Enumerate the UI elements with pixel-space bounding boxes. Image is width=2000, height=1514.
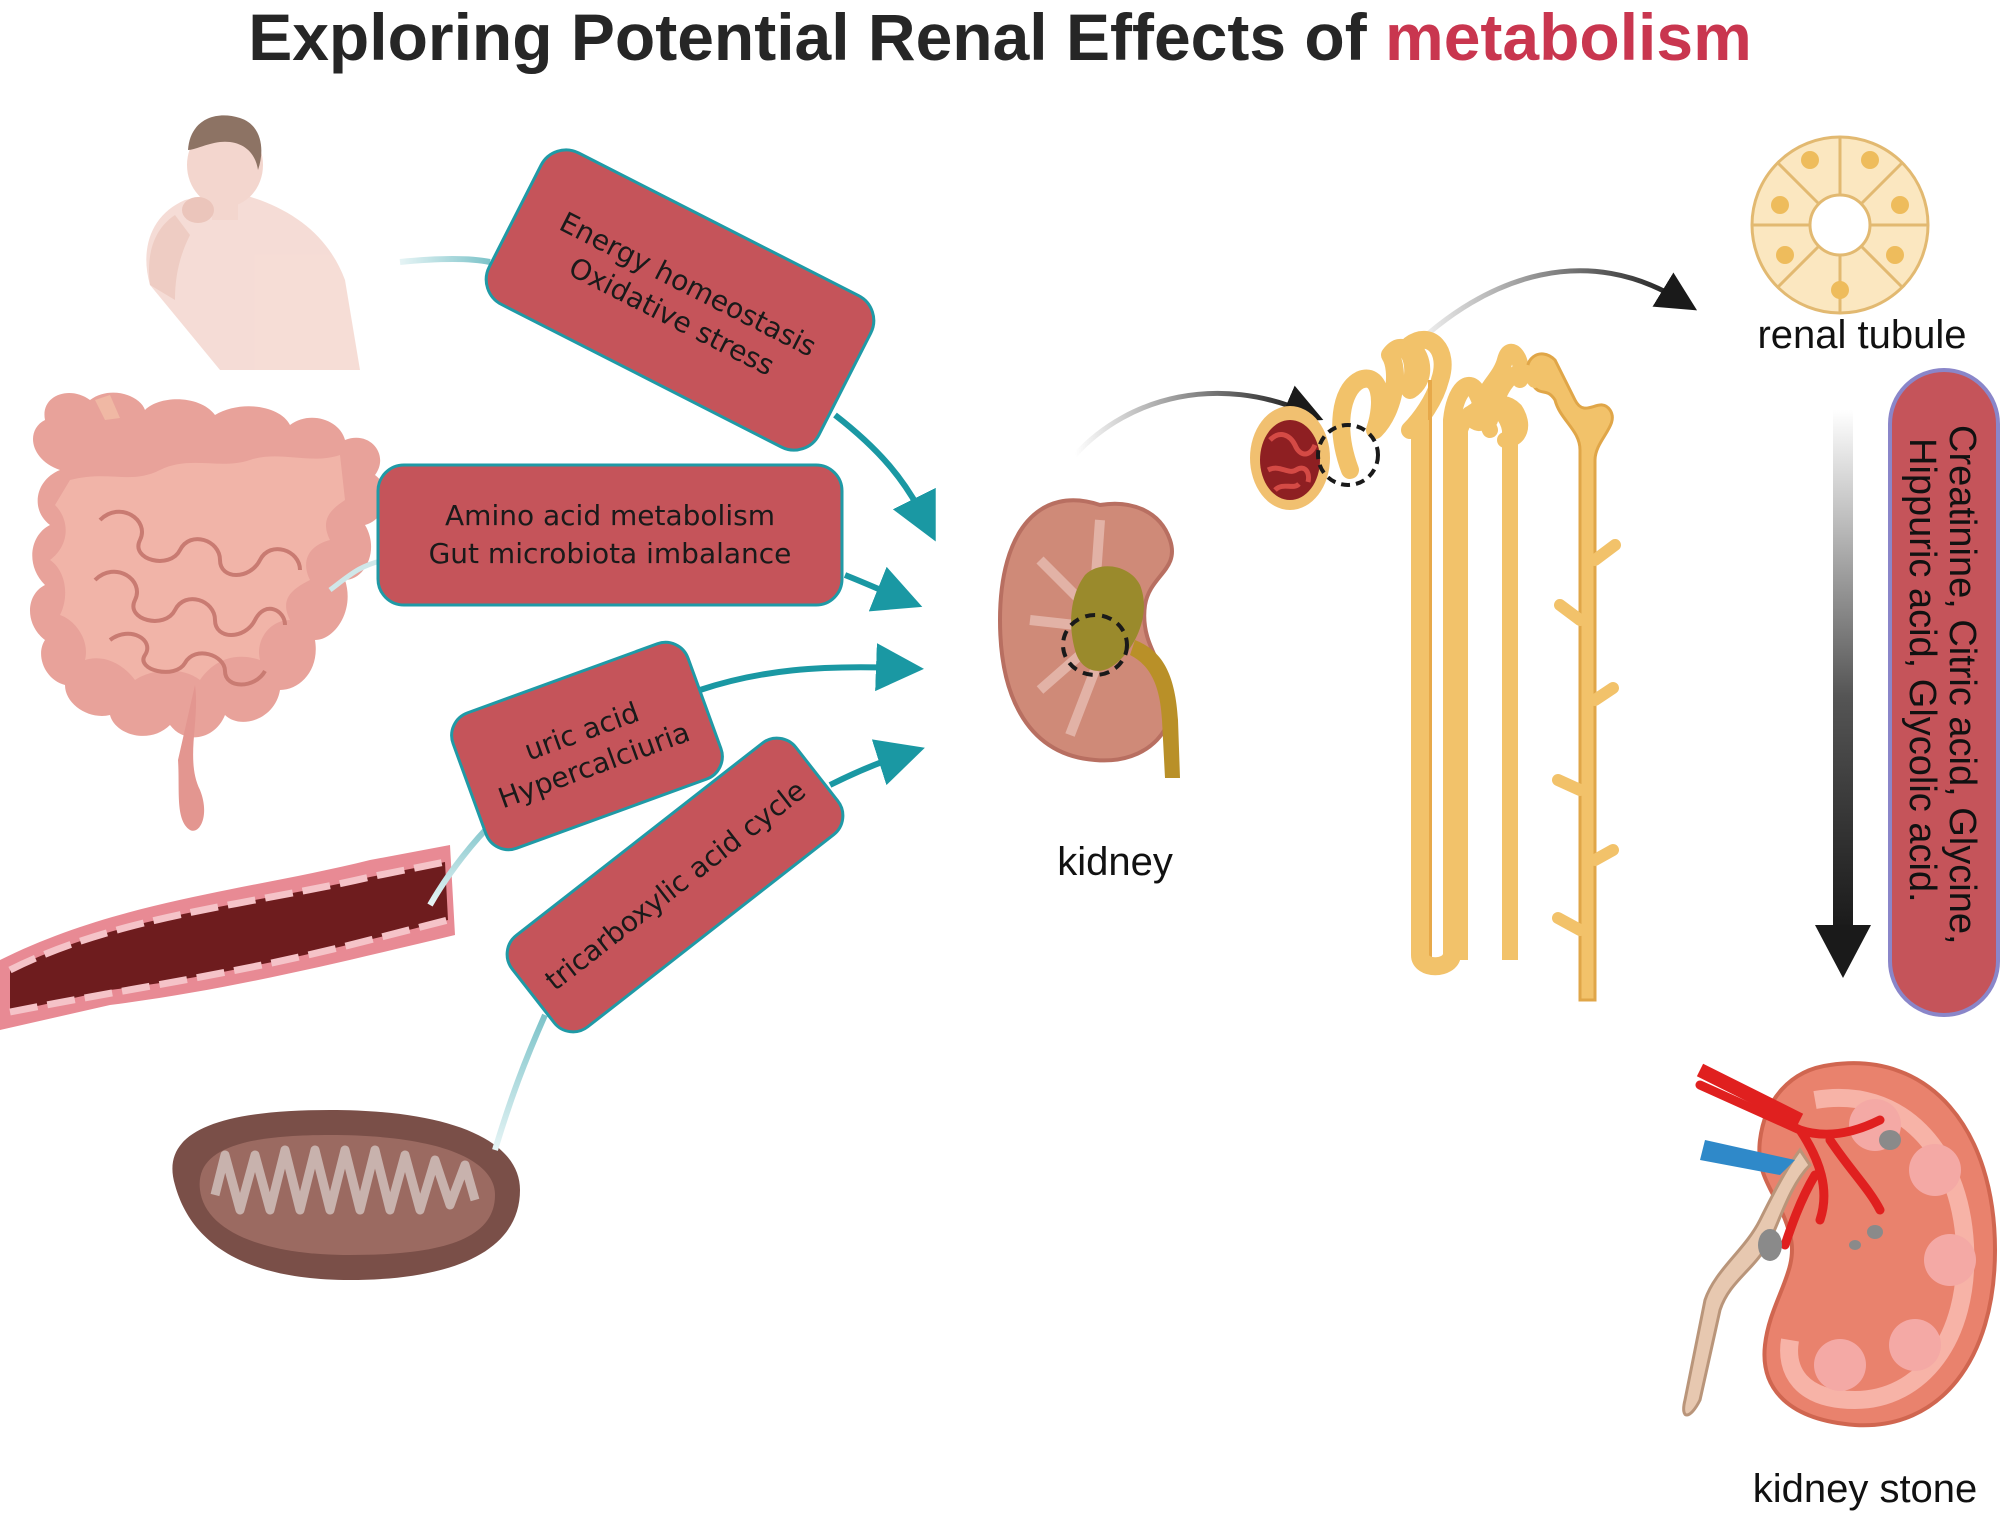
kidney-icon: [997, 498, 1180, 778]
title-highlight: metabolism: [1385, 0, 1752, 74]
arrow-uric: [699, 643, 924, 693]
title-prefix: Exploring Potential Renal Effects of: [248, 0, 1385, 74]
renal-tubule-icon: [1750, 135, 1930, 315]
arrow-to-tubule: [1403, 268, 1698, 357]
kidney-stone-label: kidney stone: [1753, 1467, 1978, 1511]
box-energy-bg: [484, 148, 876, 452]
arrow-tca: [828, 739, 925, 788]
nephron-icon: [1250, 331, 1621, 1002]
person-coughing-icon: [146, 115, 360, 370]
box-energy: Energy homeostasis Oxidative stress: [484, 148, 876, 452]
arrow-to-nephron: [1073, 385, 1324, 457]
box-uric-bg: [450, 640, 724, 852]
connector-mitochondrion: [492, 1013, 548, 1151]
metabolites-bg: [1888, 368, 2000, 1017]
connector-human: [399, 256, 491, 265]
box-amino-line-1: Amino acid metabolism: [445, 499, 775, 532]
metabolites-line-1: Creatinine, Citric acid, Glycine,: [1941, 425, 1983, 945]
box-amino: Amino acid metabolism Gut microbiota imb…: [376, 463, 844, 607]
kidney-label: kidney: [1057, 840, 1173, 884]
intestine-icon: [30, 392, 386, 831]
renal-tubule-label: renal tubule: [1757, 313, 1966, 357]
blood-vessel-icon: [0, 845, 455, 1030]
box-amino-bg: [376, 463, 844, 607]
page-title: Exploring Potential Renal Effects of met…: [248, 0, 1752, 74]
kidney-stone-icon: [1682, 1061, 1998, 1428]
box-tca-bg: [505, 736, 845, 1034]
arrow-amino: [843, 566, 923, 612]
box-amino-line-2: Gut microbiota imbalance: [429, 537, 792, 570]
metabolites-line-2: Hippuric acid, Glycolic acid.: [1901, 438, 1943, 903]
metabolites-panel: Creatinine, Citric acid, Glycine, Hippur…: [1888, 368, 2000, 1017]
mitochondrion-icon: [172, 1110, 520, 1280]
arrow-energy: [833, 412, 936, 542]
down-arrow: [1815, 410, 1871, 978]
